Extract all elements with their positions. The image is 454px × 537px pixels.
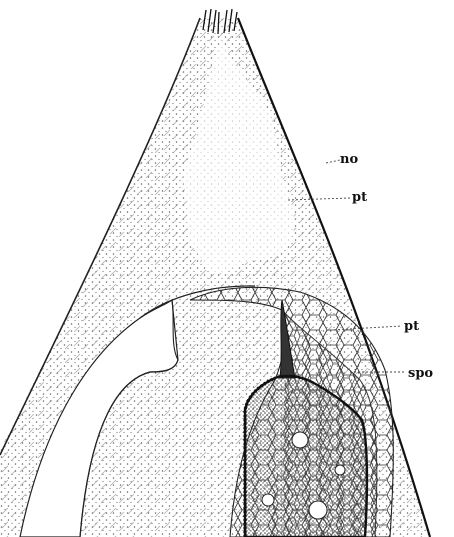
label-pt-upper: pt <box>352 190 367 205</box>
label-spo: spo <box>408 366 433 381</box>
label-pt-lower: pt <box>404 319 419 334</box>
label-no: no <box>340 152 358 167</box>
